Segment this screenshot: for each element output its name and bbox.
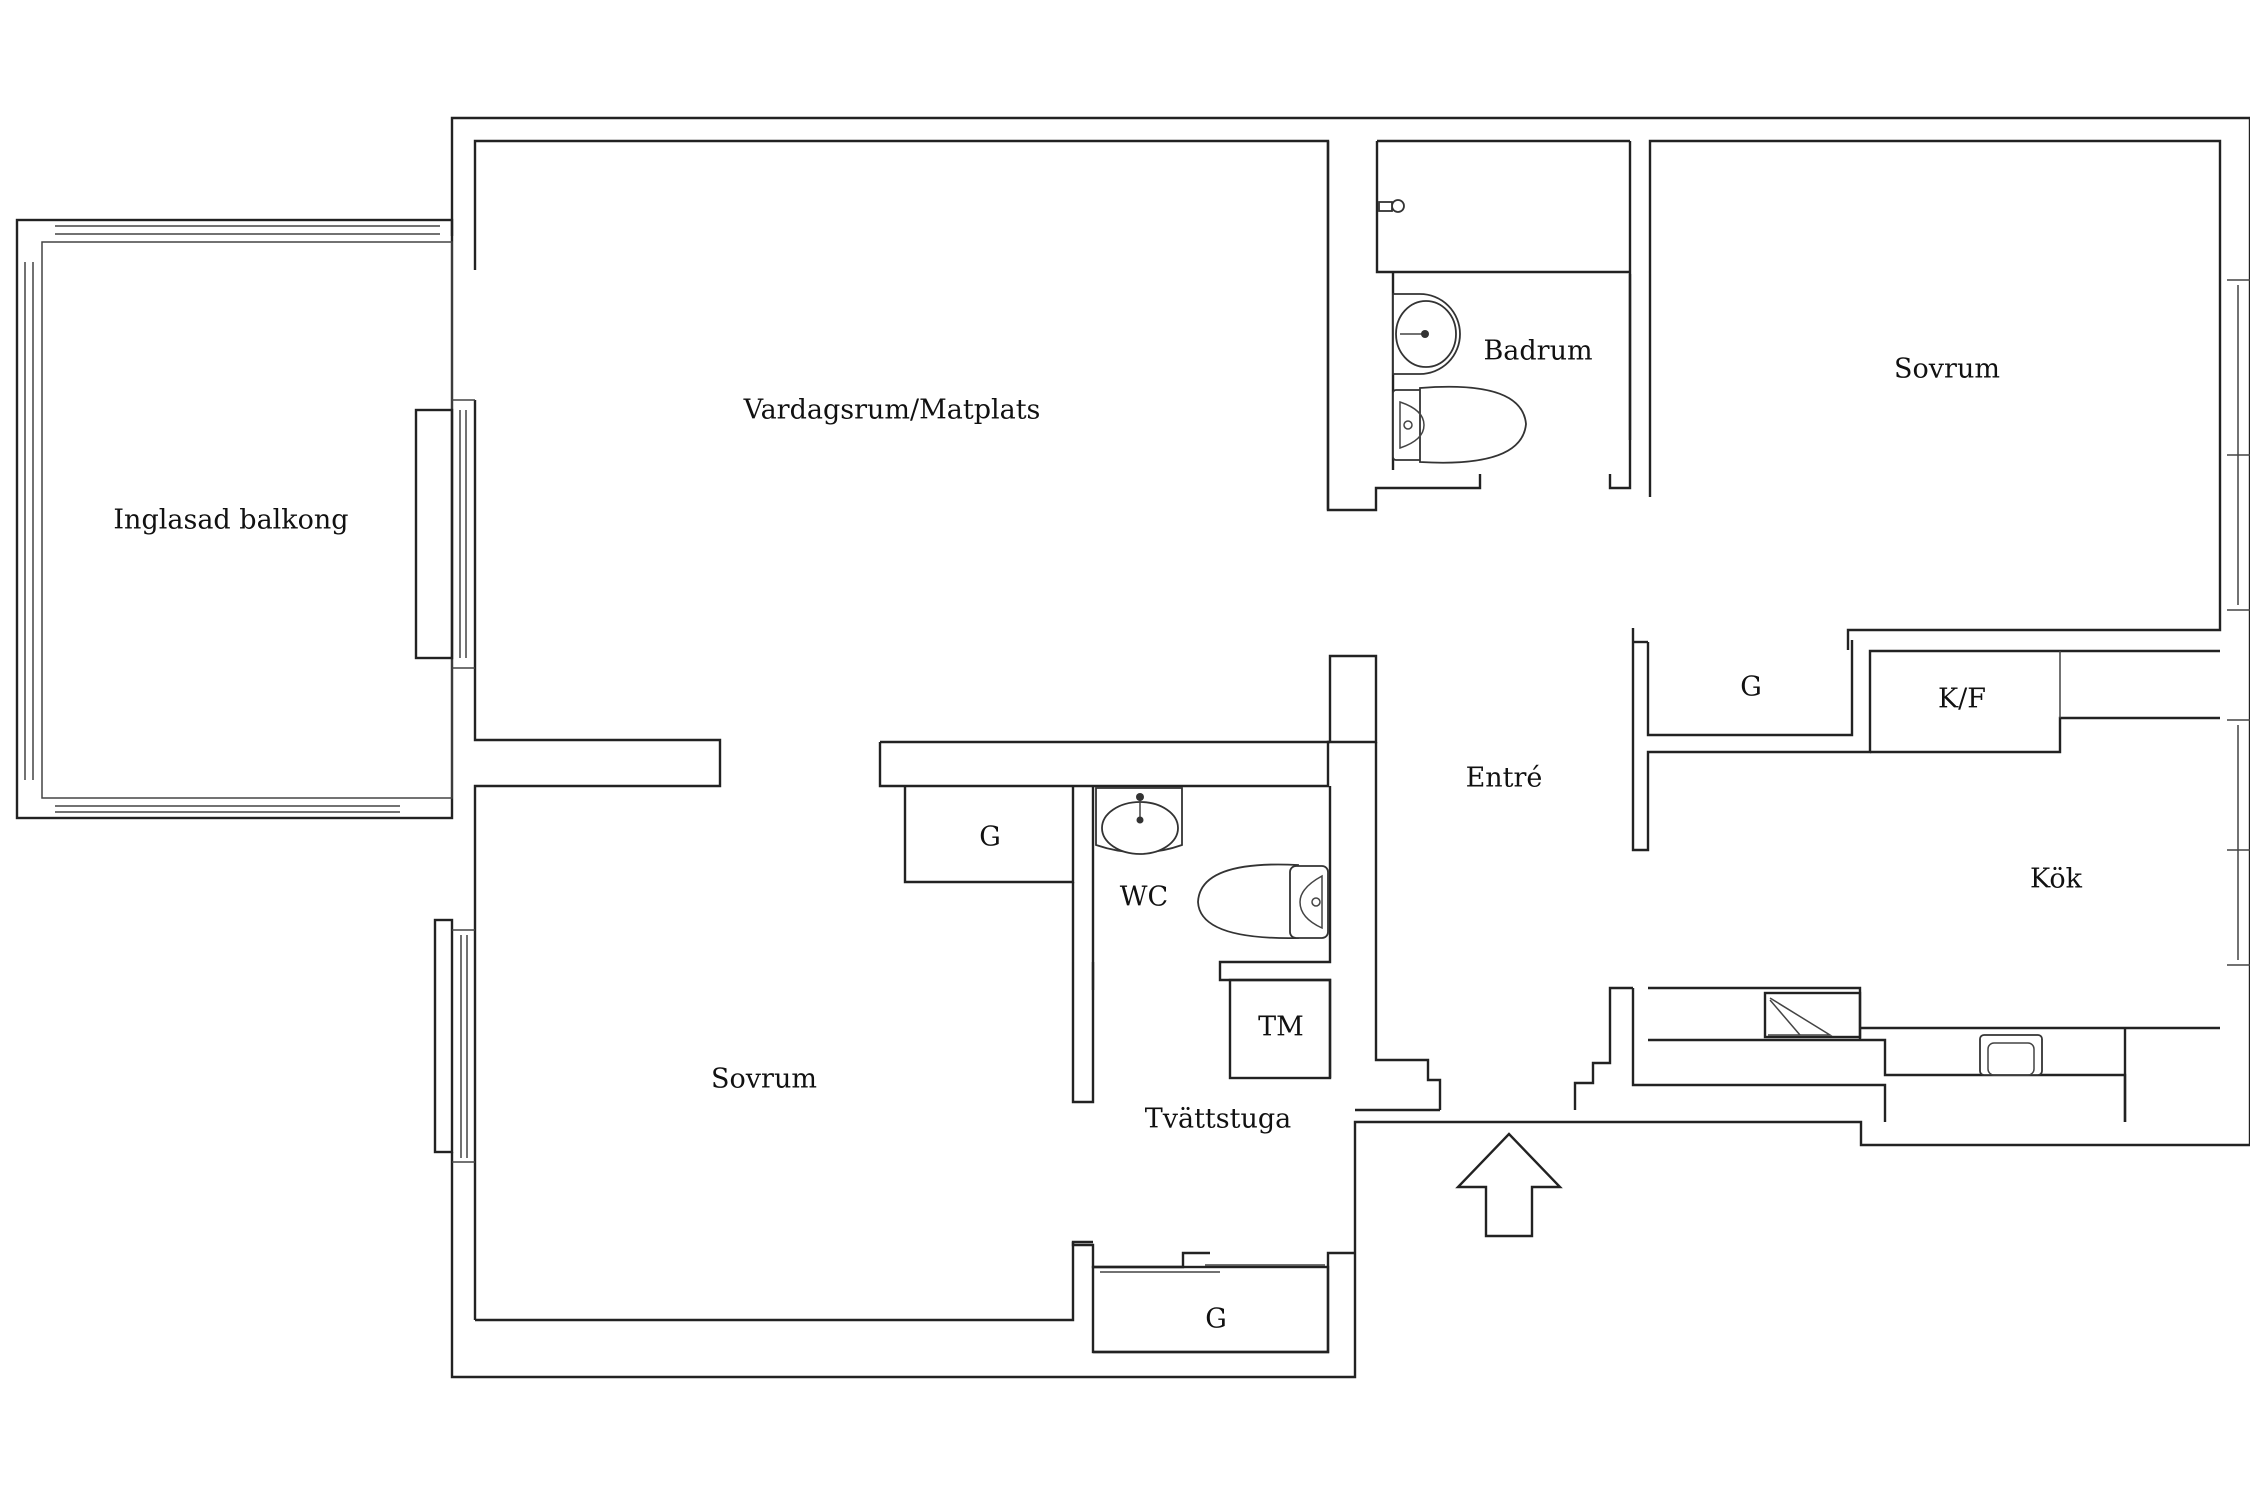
balcony — [15, 218, 475, 820]
shower-icon — [1378, 199, 1405, 213]
stove-icon — [1763, 991, 1862, 1039]
inner-wall — [1870, 716, 2220, 754]
inner-wall — [878, 654, 1378, 788]
counter — [1648, 986, 1862, 1040]
room-label-closet-hall: G — [1740, 672, 1762, 703]
inner-wall — [1608, 141, 1632, 490]
room-label-kitchen: Kök — [2030, 864, 2083, 895]
inner-wall — [1375, 141, 1630, 274]
corridor-walls — [878, 654, 1633, 1110]
room-label-bathroom: Badrum — [1483, 336, 1592, 367]
inner-wall — [1631, 988, 1887, 1122]
room-label-entrance: Entré — [1466, 763, 1543, 794]
inner-wall — [473, 139, 1330, 510]
toilet-icon — [1392, 385, 1527, 464]
room-label-bedroom-ne: Sovrum — [1894, 354, 2000, 385]
inner-wall — [473, 400, 722, 1320]
room-label-living: Vardagsrum/Matplats — [743, 395, 1041, 426]
inner-wall — [1631, 628, 2220, 852]
stove-icon — [1769, 999, 1801, 1036]
window — [2227, 279, 2250, 966]
room-labels: Inglasad balkong Vardagsrum/Matplats Bad… — [113, 336, 2082, 1335]
inner-wall — [1648, 139, 2222, 650]
washer-cabinet — [1228, 978, 1332, 1080]
sink-icon — [1392, 293, 1461, 375]
inner-wall — [1573, 986, 1633, 1110]
kitchen-sink-icon — [1987, 1042, 2035, 1076]
closet-outline — [1091, 1265, 1330, 1354]
inner-wall — [475, 1240, 1093, 1322]
room-label-fridge: K/F — [1938, 684, 1986, 715]
room-label-closet-wc: G — [979, 822, 1001, 853]
wc-walls — [903, 786, 1332, 1104]
bedroom-ne-walls — [1648, 139, 2222, 650]
room-label-balcony: Inglasad balkong — [113, 505, 348, 536]
balcony-door — [414, 408, 454, 660]
toilet-icon — [1197, 863, 1329, 939]
arrow-up-icon — [1455, 1132, 1563, 1238]
room-label-laundry: Tvättstuga — [1145, 1104, 1292, 1135]
counter — [1648, 1038, 2127, 1122]
room-label-bedroom-sw: Sovrum — [711, 1064, 817, 1095]
room-label-wc: WC — [1120, 882, 1168, 913]
window — [433, 918, 475, 1163]
sink-icon — [1095, 787, 1183, 855]
outer-walls — [450, 116, 2250, 1379]
inner-wall — [1374, 742, 1442, 1110]
stove-icon — [1768, 997, 1833, 1036]
kitchen-sink-icon — [1979, 1034, 2043, 1076]
hall-storage — [1631, 628, 2220, 852]
room-label-washer: TM — [1258, 1012, 1304, 1043]
room-label-closet-laundry: G — [1205, 1304, 1227, 1335]
laundry-closet — [1091, 1264, 1330, 1354]
inner-wall — [1646, 640, 1854, 737]
outer-wall — [450, 116, 2250, 1379]
inner-wall — [903, 786, 1075, 884]
kitchen-counters — [1631, 986, 2220, 1122]
inner-wall — [1071, 1242, 1210, 1269]
inner-wall — [1326, 141, 1482, 512]
window-frame — [433, 918, 454, 1154]
inner-wall — [1071, 786, 1095, 1104]
